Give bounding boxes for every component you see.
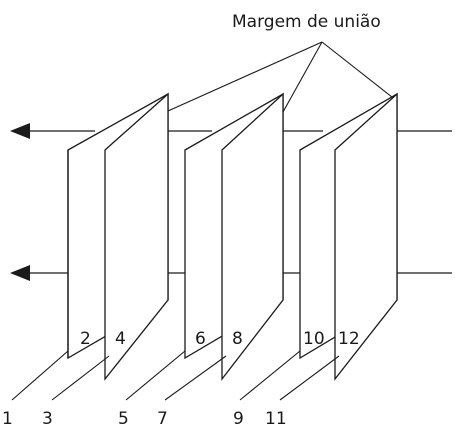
bottom-label: 3 [42,409,53,429]
spine-labels: 2 4 6 8 10 12 [80,329,360,349]
spine-label: 4 [115,329,126,349]
sheet-1-front [104,92,169,381]
sheet-2-front [221,92,284,381]
spine-label: 8 [232,329,243,349]
binding-margin-label: Margem de união [232,12,381,32]
sheet-group-1 [67,92,169,381]
bottom-label: 1 [2,409,13,429]
bottom-label: 11 [265,409,287,429]
callout-lines [167,41,398,113]
arrow-head-bottom [10,265,30,281]
sheet-3-front [334,92,398,381]
bottom-label: 9 [233,409,244,429]
spine-label: 10 [303,329,325,349]
arrow-heads [10,123,30,281]
spine-label: 12 [338,329,360,349]
bottom-labels: 1 3 5 7 9 11 [2,409,287,429]
bottom-label: 5 [118,409,129,429]
bottom-label: 7 [157,409,168,429]
spine-label: 6 [195,329,206,349]
spine-label: 2 [80,329,91,349]
arrow-head-top [10,123,30,139]
sheet-group-2 [184,92,284,381]
sheet-group-3 [299,92,398,381]
leader-lines [11,350,340,401]
